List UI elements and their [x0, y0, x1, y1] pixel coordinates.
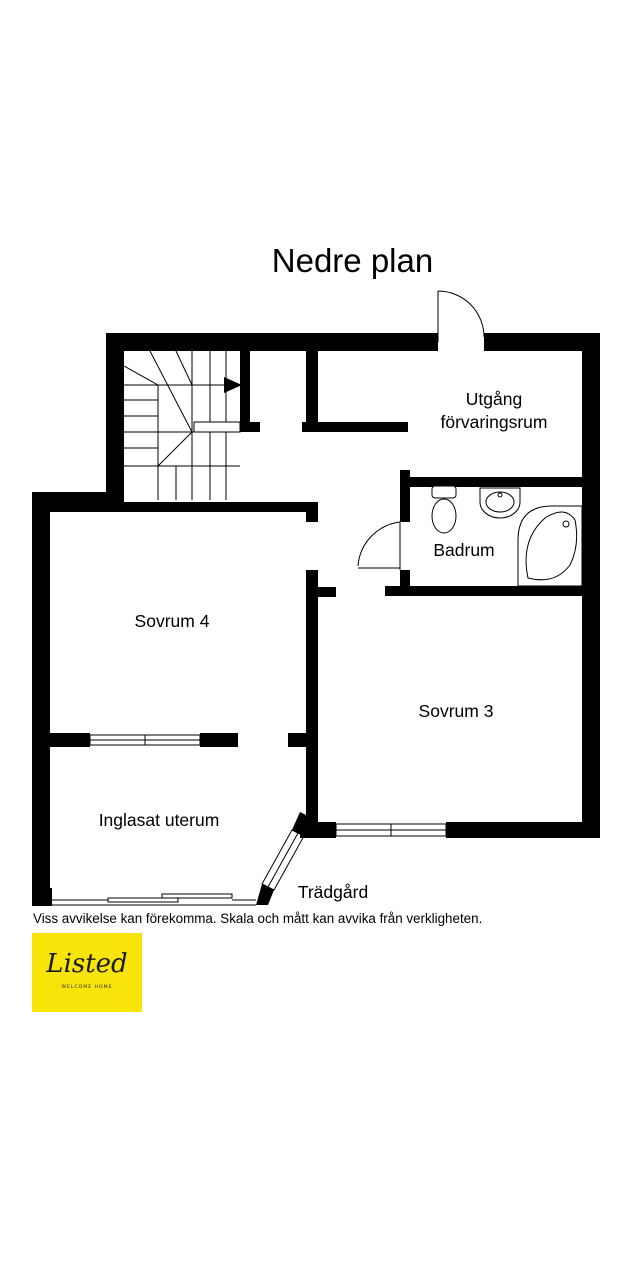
doors: [357, 290, 485, 570]
bathroom-fixtures: [431, 485, 583, 587]
listed-logo: Listed WELCOME HOME: [32, 933, 142, 1012]
plan-title: Nedre plan: [271, 242, 434, 279]
room-label-sovrum-4: Sovrum 4: [135, 611, 210, 631]
room-label-utgang: Utgång: [466, 389, 522, 409]
room-label-forvaringsrum: förvaringsrum: [441, 412, 548, 432]
label-tradgard: Trädgård: [298, 882, 368, 902]
sink-icon: [479, 487, 521, 519]
logo-tagline: WELCOME HOME: [61, 985, 113, 990]
room-label-inglasat-uterum: Inglasat uterum: [99, 810, 220, 830]
staircase: [123, 350, 241, 500]
logo-brand: Listed: [46, 949, 128, 979]
windows: [52, 734, 447, 906]
toilet-icon: [431, 485, 457, 534]
disclaimer-text: Viss avvikelse kan förekomma. Skala och …: [33, 911, 483, 926]
bathtub-icon: [517, 505, 583, 587]
room-labels: Utgång förvaringsrum Badrum Sovrum 4 Sov…: [99, 389, 548, 902]
room-label-sovrum-3: Sovrum 3: [419, 701, 494, 721]
stair-direction-arrow-icon: [224, 377, 242, 393]
room-label-badrum: Badrum: [433, 540, 494, 560]
walls: [32, 333, 600, 906]
